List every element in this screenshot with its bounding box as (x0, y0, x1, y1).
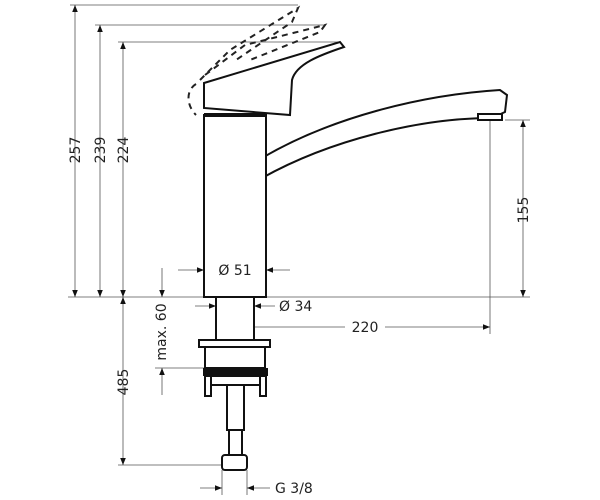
dim-diameter-34: Ø 34 (279, 299, 312, 315)
dim-g-3-8: G 3/8 (275, 481, 313, 497)
mounting-parts (198, 296, 271, 471)
dim-155: 155 (516, 197, 532, 224)
lever (203, 40, 346, 117)
faucet-body (187, 5, 509, 298)
dim-257: 257 (68, 137, 84, 164)
dim-485: 485 (116, 369, 132, 396)
dim-220: 220 (352, 320, 379, 336)
dim-239: 239 (93, 137, 109, 164)
lever-open-position (187, 5, 328, 116)
dim-diameter-51: Ø 51 (218, 263, 251, 279)
dimension-lines (72, 4, 526, 491)
spout (261, 88, 509, 180)
extension-lines (68, 4, 530, 495)
dim-max-60: max. 60 (154, 303, 170, 360)
dim-224: 224 (116, 137, 132, 164)
